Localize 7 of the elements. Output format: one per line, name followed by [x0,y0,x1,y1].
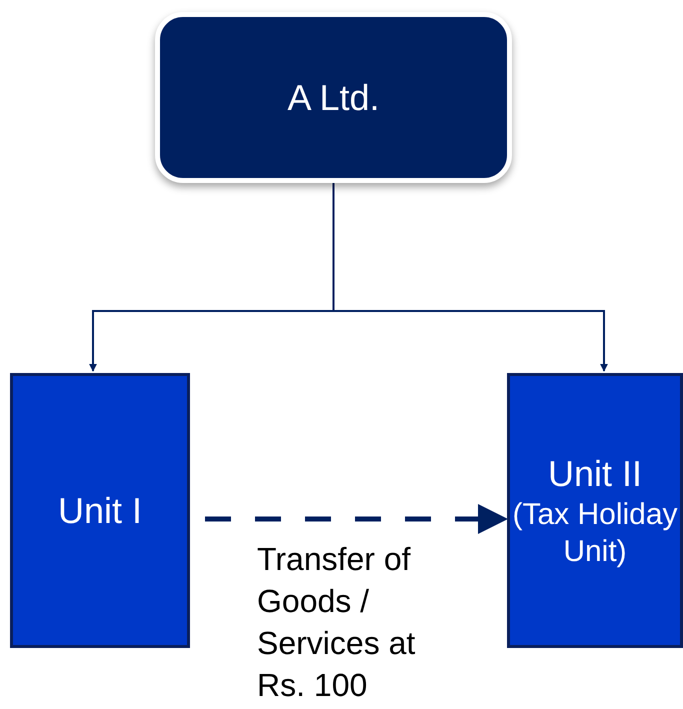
node-text: Unit I [58,488,142,532]
node-text: A Ltd. [287,76,380,120]
unit-box [10,373,190,648]
arrow [205,504,508,534]
node-text: (Tax Holiday Unit) [511,496,679,570]
unit-box [507,373,683,648]
node-text: Unit II [548,452,642,496]
